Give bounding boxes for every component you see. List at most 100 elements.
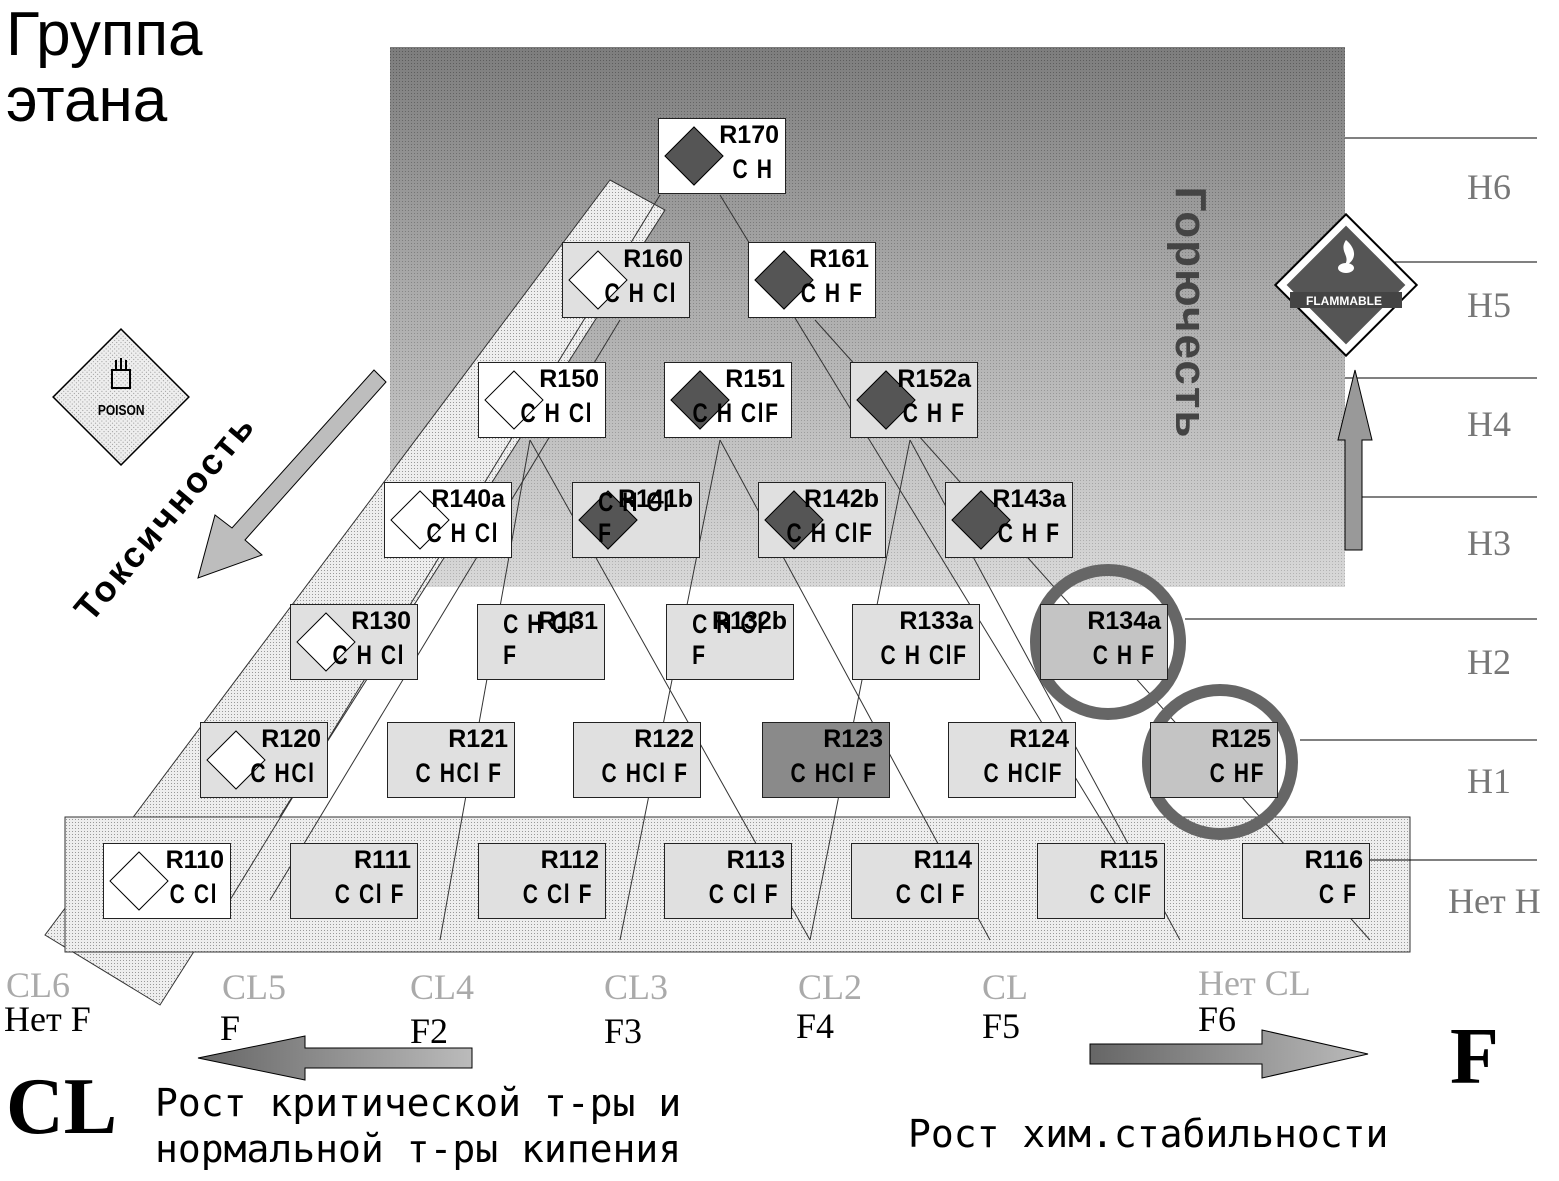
h-level-label: H2 bbox=[1467, 642, 1511, 682]
node-r143a: R143a C H F bbox=[945, 482, 1073, 558]
node-code: R123 bbox=[823, 725, 883, 753]
cl-level-label: CL bbox=[982, 967, 1029, 1007]
node-code: R110 bbox=[165, 846, 224, 874]
node-formula: C H Cl F bbox=[692, 609, 765, 670]
node-code: R132b bbox=[711, 607, 787, 635]
node-formula: C H Cl F bbox=[598, 487, 671, 548]
title-line-1: Группа bbox=[6, 0, 203, 69]
node-r110: R110 C Cl bbox=[103, 843, 231, 919]
node-code: R160 bbox=[623, 245, 683, 273]
flammable-placard-label: FLAMMABLE bbox=[1306, 294, 1382, 308]
node-code: R142b bbox=[803, 485, 879, 513]
poison-placard-label: POISON bbox=[97, 402, 145, 419]
cl-arrow bbox=[197, 1035, 473, 1081]
f-level-label: F6 bbox=[1198, 999, 1237, 1039]
toxicity-arrow bbox=[197, 369, 387, 579]
node-formula: C Cl F bbox=[334, 879, 405, 909]
node-code: R152a bbox=[897, 365, 971, 393]
node-r170: R170 C H bbox=[658, 118, 786, 194]
cl-growth-caption: Рост критической т-ры и нормальной т-ры … bbox=[155, 1080, 681, 1172]
node-code: R113 bbox=[726, 846, 785, 874]
node-r134a: R134a C H F bbox=[1040, 604, 1168, 680]
node-r160: R160 C H Cl bbox=[562, 242, 690, 318]
node-formula: C HCl F bbox=[601, 758, 688, 788]
node-formula: C H ClF bbox=[692, 398, 779, 428]
node-r140a: R140a C H Cl bbox=[384, 482, 512, 558]
node-code: R114 bbox=[913, 846, 972, 874]
node-formula: C HCl F bbox=[790, 758, 877, 788]
node-formula: C Cl F bbox=[708, 879, 779, 909]
h-level-label: Нет H bbox=[1448, 881, 1541, 921]
h-level-label: H4 bbox=[1467, 404, 1511, 444]
node-code: R133a bbox=[899, 607, 973, 635]
node-formula: C H Cl bbox=[332, 640, 405, 670]
h-level-label: H6 bbox=[1467, 167, 1511, 207]
node-formula: C H F bbox=[997, 518, 1060, 548]
node-code: R125 bbox=[1211, 725, 1271, 753]
h-level-label: H3 bbox=[1467, 523, 1511, 563]
poison-badge-icon bbox=[109, 851, 169, 911]
node-formula: C HCl bbox=[249, 758, 315, 788]
node-r151: R151 C H ClF bbox=[664, 362, 792, 438]
node-r113: R113 C Cl F bbox=[664, 843, 792, 919]
node-r152a: R152a C H F bbox=[850, 362, 978, 438]
node-formula: C H Cl bbox=[426, 518, 499, 548]
node-code: R116 bbox=[1304, 846, 1363, 874]
node-r121: R121 C HCl F bbox=[387, 722, 515, 798]
h-level-label: H1 bbox=[1467, 761, 1511, 801]
node-code: R134a bbox=[1087, 607, 1161, 635]
node-r141b: R141b C H Cl F bbox=[572, 482, 700, 558]
f-level-label: Нет F bbox=[4, 999, 91, 1039]
node-code: R130 bbox=[351, 607, 411, 635]
node-code: R143a bbox=[992, 485, 1066, 513]
node-code: R140a bbox=[431, 485, 505, 513]
node-formula: C Cl F bbox=[895, 879, 966, 909]
node-r122: R122 C HCl F bbox=[573, 722, 701, 798]
f-growth-caption: Рост хим.стабильности bbox=[908, 1112, 1389, 1156]
node-r130: R130 C H Cl bbox=[290, 604, 418, 680]
highlight-ring-r125 bbox=[1142, 684, 1298, 840]
node-formula: C HClF bbox=[983, 758, 1063, 788]
node-formula: C HCl F bbox=[415, 758, 502, 788]
node-formula: C H Cl bbox=[520, 398, 593, 428]
node-code: R151 bbox=[725, 365, 785, 393]
cl-level-label: CL3 bbox=[604, 967, 669, 1007]
f-level-label: F bbox=[220, 1008, 241, 1048]
cl-growth-line-1: Рост критической т-ры и bbox=[155, 1081, 682, 1125]
node-r123: R123 C HCl F bbox=[762, 722, 890, 798]
cl-level-label: CL6 bbox=[6, 965, 71, 1005]
skull-icon bbox=[111, 358, 131, 389]
node-code: R122 bbox=[634, 725, 694, 753]
node-r132b: R132b C H Cl F bbox=[666, 604, 794, 680]
node-formula: C F bbox=[1318, 879, 1357, 909]
node-code: R121 bbox=[448, 725, 508, 753]
f-level-label: F3 bbox=[604, 1011, 643, 1051]
f-arrow bbox=[1089, 1029, 1369, 1079]
f-level-label: F2 bbox=[410, 1011, 449, 1051]
flammability-arrow bbox=[1337, 369, 1373, 551]
node-r111: R111 C Cl F bbox=[290, 843, 418, 919]
cl-level-label: CL5 bbox=[222, 967, 287, 1007]
node-code: R120 bbox=[261, 725, 321, 753]
node-formula: C HF bbox=[1209, 758, 1265, 788]
node-formula: C H ClF bbox=[880, 640, 967, 670]
highlight-ring-r134a bbox=[1030, 564, 1186, 720]
cl-axis-label: CL bbox=[6, 1063, 118, 1151]
node-r124: R124 C HClF bbox=[948, 722, 1076, 798]
f-axis-label: F bbox=[1450, 1013, 1499, 1101]
cl-level-label: CL4 bbox=[410, 967, 475, 1007]
node-formula: C H Cl F bbox=[503, 609, 576, 670]
node-r112: R112 C Cl F bbox=[478, 843, 606, 919]
node-formula: C ClF bbox=[1089, 879, 1152, 909]
node-formula: C H ClF bbox=[786, 518, 873, 548]
node-code: R161 bbox=[809, 245, 869, 273]
node-formula: C H Cl bbox=[604, 278, 677, 308]
node-r125: R125 C HF bbox=[1150, 722, 1278, 798]
cl-level-label: CL2 bbox=[798, 967, 863, 1007]
node-formula: C H F bbox=[902, 398, 965, 428]
node-r150: R150 C H Cl bbox=[478, 362, 606, 438]
node-r142b: R142b C H ClF bbox=[758, 482, 886, 558]
title-line-2: этана bbox=[6, 66, 168, 135]
poison-placard bbox=[52, 328, 190, 466]
f-level-label: F4 bbox=[796, 1006, 835, 1046]
